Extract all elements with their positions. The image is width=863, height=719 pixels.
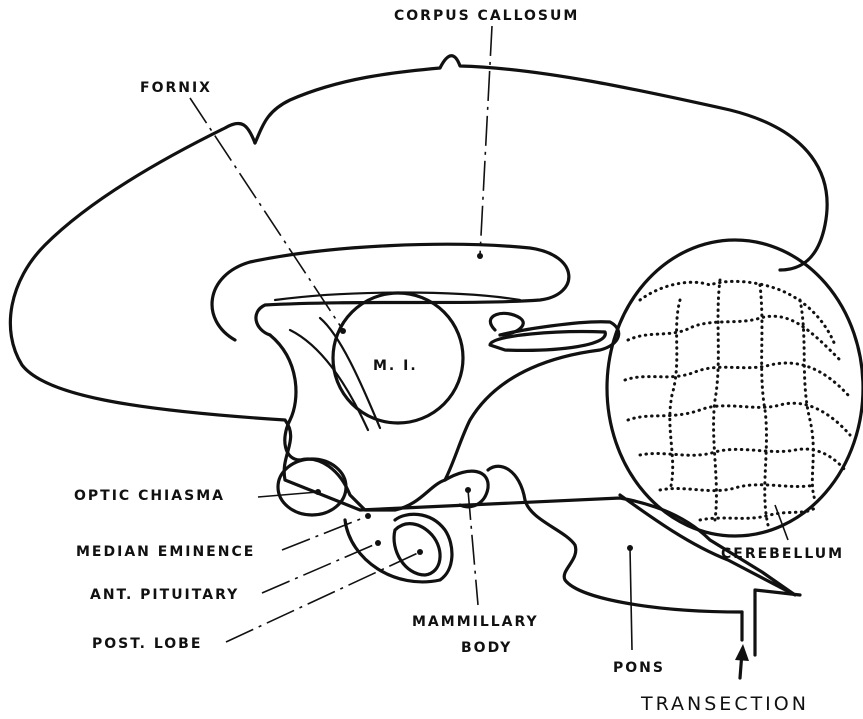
optic-chiasma-dot — [315, 489, 321, 495]
label-body: BODY — [461, 640, 512, 656]
label-post-lobe: POST. LOBE — [92, 636, 202, 652]
label-median-eminence: MEDIAN EMINENCE — [76, 544, 255, 560]
corpus-callosum-leader — [480, 26, 492, 255]
transection-arrow-head — [735, 644, 749, 661]
optic-chiasma-shape — [278, 459, 346, 515]
label-optic-chiasma: OPTIC CHIASMA — [74, 488, 225, 504]
fornix-arc-inner — [320, 318, 380, 428]
pons-leader — [630, 548, 632, 650]
median-eminence-dot — [365, 513, 371, 519]
corpus-callosum-dot — [477, 253, 483, 259]
thalamus-outline — [270, 322, 619, 510]
ant-pituitary-leader — [262, 543, 378, 593]
label-transection: TRANSECTION — [640, 693, 809, 715]
pons-dot — [627, 545, 633, 551]
label-cerebellum: CEREBELLUM — [721, 546, 844, 562]
brainstem-outline — [488, 466, 742, 612]
cerebellum-outline — [607, 240, 863, 536]
pineal-loop — [490, 313, 523, 335]
label-corpus-callosum: CORPUS CALLOSUM — [394, 8, 579, 24]
label-mammillary: MAMMILLARY — [412, 614, 539, 630]
cortex-top-outline — [255, 56, 827, 270]
label-fornix: FORNIX — [140, 80, 212, 96]
label-ant-pituitary: ANT. PITUITARY — [90, 587, 239, 603]
cerebellar-folia — [625, 280, 850, 525]
anterior-pituitary-outline — [345, 514, 452, 582]
optic-chiasma-leader — [258, 492, 318, 497]
fornix-arc-outer — [290, 330, 368, 430]
fornix-dot — [340, 328, 346, 334]
posterior-lobe-outline — [394, 524, 440, 575]
ant-pituitary-dot — [375, 540, 381, 546]
label-pons: PONS — [613, 660, 665, 676]
post-lobe-dot — [417, 549, 423, 555]
label-mi: M. I. — [373, 358, 418, 374]
mammillary-dot — [465, 487, 471, 493]
brainstem-cut-end — [742, 590, 800, 655]
post-lobe-leader — [226, 552, 420, 642]
